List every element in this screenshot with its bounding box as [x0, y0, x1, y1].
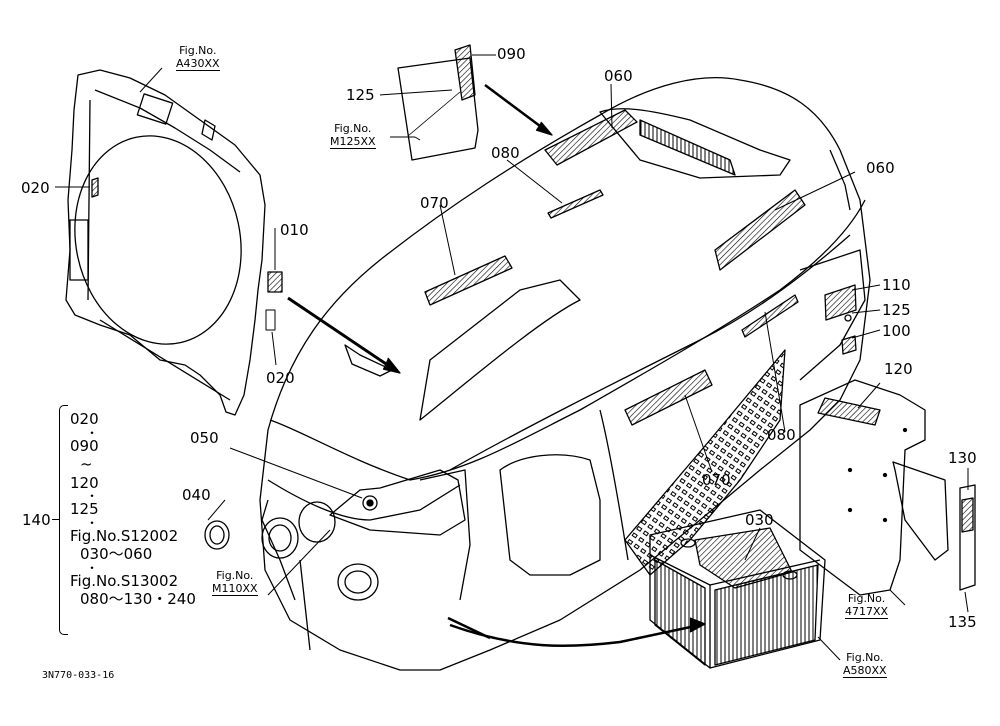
legend-dot: ・ [86, 515, 99, 530]
callout-125: 125 [346, 86, 375, 104]
legend-brace [59, 405, 68, 635]
hood-label-sheet [397, 44, 479, 161]
legend-line: Fig.No.S12002 [70, 526, 179, 545]
callout-110: 110 [882, 276, 911, 294]
callout-030: 030 [745, 511, 774, 529]
legend-dot: ・ [86, 425, 99, 440]
set-legend: 020 ・ 090 ~ 120 ・ 125 ・ Fig.No.S12002 03… [70, 410, 196, 609]
fig-ref-label: Fig.No. [846, 651, 884, 664]
callout-080: 080 [767, 426, 796, 444]
legend-dot: ・ [86, 489, 99, 503]
fig-ref-code: M125XX [330, 135, 376, 149]
callout-040: 040 [182, 486, 211, 504]
callout-100: 100 [882, 322, 911, 340]
fig-ref-m110: Fig.No. M110XX [212, 569, 258, 596]
callout-140: 140 [22, 511, 51, 529]
callout-120: 120 [884, 360, 913, 378]
drawing-code: 3N770-033-16 [42, 670, 115, 681]
legend-line: 030～060 [80, 545, 153, 563]
legend-line: 090 [70, 436, 99, 455]
callout-060: 060 [866, 159, 895, 177]
fig-ref-label: Fig.No. [216, 569, 254, 582]
radiator-shroud [65, 69, 266, 416]
fig-ref-4717: Fig.No. 4717XX [845, 592, 889, 619]
fig-ref-code: M110XX [212, 582, 258, 596]
legend-line: 080～130・240 [80, 590, 196, 608]
fig-ref-code: A580XX [843, 664, 887, 678]
legend-line: ~ [80, 455, 93, 473]
callout-020: 020 [266, 369, 295, 387]
callout-070: 070 [420, 194, 449, 212]
legend-dot: ・ [86, 560, 99, 575]
fig-ref-label: Fig.No. [334, 122, 372, 135]
legend-brace-tip [52, 519, 59, 520]
fig-ref-a430: Fig.No. A430XX [176, 44, 220, 71]
legend-line: 020 [70, 410, 99, 428]
fig-ref-code: 4717XX [845, 605, 889, 619]
callout-130: 130 [948, 449, 977, 467]
battery [649, 509, 826, 669]
fig-ref-a580: Fig.No. A580XX [843, 651, 887, 678]
callout-050: 050 [190, 429, 219, 447]
side-cover-panel [799, 379, 976, 596]
callout-010: 010 [280, 221, 309, 239]
fig-ref-label: Fig.No. [179, 44, 217, 57]
callout-135: 135 [948, 613, 977, 631]
fig-ref-label: Fig.No. [847, 592, 886, 605]
legend-line: 120 [70, 473, 99, 492]
fig-ref-code: A430XX [176, 57, 220, 71]
hood-body [259, 77, 871, 671]
callout-060: 060 [604, 67, 633, 85]
callout-080: 080 [491, 144, 520, 162]
callout-090: 090 [497, 45, 526, 63]
callout-020: 020 [21, 179, 50, 197]
legend-line: 125 [70, 500, 99, 518]
legend-line: Fig.No.S13002 [70, 571, 179, 590]
fig-ref-m125: Fig.No. M125XX [330, 122, 376, 149]
callout-070: 070 [702, 471, 731, 489]
callout-125: 125 [882, 301, 911, 319]
